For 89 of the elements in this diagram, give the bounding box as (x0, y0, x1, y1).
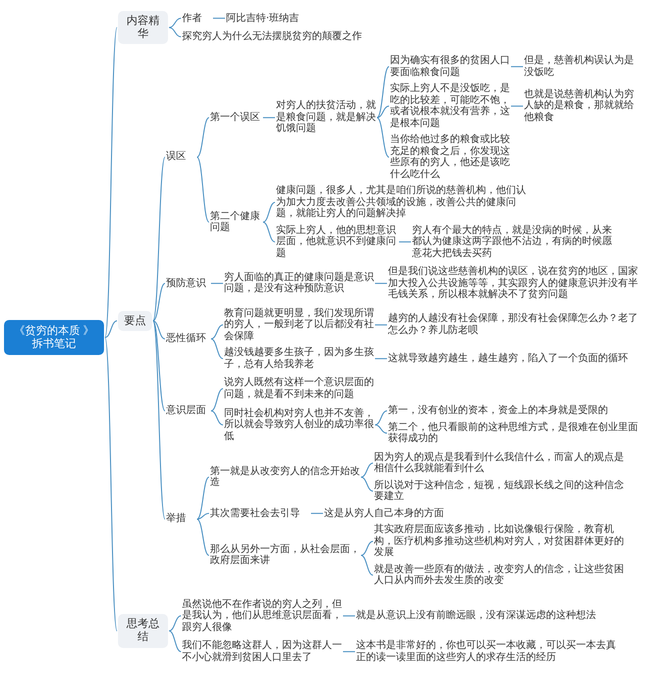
connector-line (374, 410, 388, 426)
central-topic: 《贫穷的本质 》拆书笔记 (4, 320, 104, 356)
connector-line (262, 117, 276, 118)
topic-text: 虽然说他不在作者说的穷人之列，但是我认为，他们从思维意识层面看，跟穷人很像 (182, 598, 342, 634)
connector-line (342, 651, 356, 652)
topic-text: 健康问题，很多人，尤其是咱们所说的慈善机构，他们认为加大力度去改善公共领域的设施，改善公共的健康问题，就能让穷人的问题解决掉 (276, 184, 526, 221)
topic-box: 内容精华 (118, 10, 168, 44)
topic-box: 要点 (118, 310, 152, 332)
connector-line (360, 540, 374, 556)
connector-line (376, 117, 390, 158)
connector-line (196, 518, 210, 556)
topic-text: 举措 (166, 512, 196, 526)
topic-text: 作者 (182, 12, 212, 25)
connector-line (196, 512, 210, 520)
connector-line (374, 358, 388, 360)
connector-line (168, 615, 182, 632)
connector-line (152, 282, 166, 322)
topic-text: 就是改善一些原有的做法，改变穷人的信念，让这些贫困人口从内而外去发生质的改变 (374, 562, 624, 588)
connector-line (360, 462, 374, 478)
topic-text: 其次需要社会去引导 (210, 506, 310, 520)
connector-line (398, 241, 412, 242)
connector-line (212, 18, 226, 19)
connector-line (196, 117, 210, 158)
connector-line (376, 66, 390, 118)
topic-text: 因为穷人的观点是我看到什么我信什么，而富人的观点是相信什么我就能看到什么 (374, 450, 624, 476)
topic-text: 但是，慈善机构误认为是没饭吃 (524, 54, 636, 80)
connector-line (196, 156, 210, 223)
connector-line (374, 282, 388, 284)
topic-text: 这是从穷人自己本身的方面 (324, 506, 454, 520)
topic-text: 第二个健康问题 (210, 210, 262, 235)
topic-text: 当你给他过多的粮食或比较充足的粮食之后，你发现这些原有的穷人，他还是该吃什么吃什么 (390, 133, 510, 182)
connector-line (210, 282, 224, 284)
connector-line (196, 476, 210, 520)
connector-line (342, 615, 356, 616)
connector-line (152, 156, 166, 322)
connector-line (360, 476, 374, 492)
connector-line (152, 320, 166, 520)
connector-line (168, 27, 182, 38)
topic-text: 因为确实有很多的贫困人口要面临粮食问题 (390, 54, 510, 80)
topic-text: 这本书是非常好的，你也可以买一本收藏，可以买一本去真正的读一读里面的这些穷人的求存生活的经历 (356, 639, 616, 664)
topic-text: 越穷的人越没有社会保障，那没有社会保障怎么办？老了怎么办？养儿防老呗 (388, 312, 638, 338)
connector-line (374, 324, 388, 326)
topic-text: 越没钱越要多生孩子，因为多生孩子，总有人给我养老 (224, 346, 374, 372)
connector-line (262, 202, 276, 223)
connector-line (104, 27, 118, 338)
connector-line (510, 66, 524, 68)
topic-text: 阿比吉特·班纳吉 (226, 12, 336, 25)
topic-text: 教育问题就更明显，我们发现所谓的穷人，一般到老了以后都没有社会保障 (224, 306, 374, 344)
topic-text: 探究穷人为什么无法摆脱贫穷的颠覆之作 (182, 30, 412, 44)
connector-line (376, 106, 390, 118)
topic-text: 所以说对于这种信念，短视，短线跟长线之间的这种信念要建立 (374, 478, 624, 504)
topic-text: 第一，没有创业的资本，资金上的本身就是受限的 (388, 404, 638, 418)
connector-line (104, 320, 118, 338)
topic-text: 穷人有个最大的特点，就是没病的时候，从来都认为健康这两字跟他不沾边，有病的时候愿意花大把钱去买药 (412, 224, 612, 260)
topic-text: 同时社会机构对穷人也并不友善，所以就会导致穷人创业的成功率很低 (224, 406, 374, 444)
topic-text: 意识层面 (166, 404, 210, 418)
topic-text: 这就导致越穷越生，越生越穷，陷入了一个负面的循环 (388, 352, 638, 366)
topic-text: 我们不能忽略这群人，因为这群人一不小心就滑到贫困人口里去了 (182, 639, 342, 664)
topic-text: 预防意识 (166, 276, 210, 290)
topic-box: 思考总结 (118, 614, 168, 648)
connector-line (152, 320, 166, 340)
connector-line (210, 410, 224, 426)
connector-line (210, 388, 224, 412)
topic-text: 那么从另外一方面，从社会层面，政府层面来讲 (210, 542, 360, 568)
topic-text: 说穷人既然有这样一个意识层面的问题，就是看不到未来的问题 (224, 376, 374, 402)
topic-text: 穷人面临的真正的健康问题是意识问题，是没有这种预防意识 (224, 270, 374, 296)
topic-text: 对穷人的扶贫活动，就是粮食问题，就是解决饥饿问题 (276, 99, 376, 136)
connector-line (510, 106, 524, 107)
topic-text: 实际上穷人，他的思想意识层面，他就意识不到健康问题 (276, 224, 398, 260)
topic-text: 也就是说慈善机构认为穷人缺的是粮食，那就就给他粮食 (524, 88, 636, 124)
connector-line (168, 630, 182, 652)
topic-text: 其实政府层面应该多推动，比如说像银行保险，教育机构，医疗机构多推动这些机构对穷人，对贫困群体更好的发展 (374, 523, 624, 560)
connector-line (360, 554, 374, 576)
connector-line (152, 320, 166, 412)
topic-text: 第一就是从改变穷人的信念开始改造 (210, 464, 360, 490)
topic-text: 第二个，他只看眼前的这种思维方式，是很难在创业里面获得成功的 (388, 420, 638, 446)
connector-line (310, 512, 324, 514)
connector-line (104, 337, 118, 632)
connector-line (374, 424, 388, 434)
topic-text: 误区 (166, 150, 196, 164)
connector-line (262, 222, 276, 242)
connector-line (168, 18, 182, 28)
topic-text: 但是我们说这些慈善机构的误区，说在贫穷的地区，国家加大投入公共设施等等，其实跟穷人的健康意识并没有半毛钱关系，所以根本就解决不了贫穷问题 (388, 265, 638, 302)
topic-text: 就是从意识上没有前瞻远眼，没有深谋远虑的这种想法 (356, 609, 596, 623)
topic-text: 第一个误区 (210, 110, 262, 124)
topic-text: 实际上穷人不是没饭吃，是吃的比较差，可能吃不饱，或者说根本就没有营养，这是根本问题 (390, 82, 510, 130)
connector-line (210, 324, 224, 340)
topic-text: 恶性循环 (166, 332, 210, 346)
connector-line (210, 338, 224, 360)
